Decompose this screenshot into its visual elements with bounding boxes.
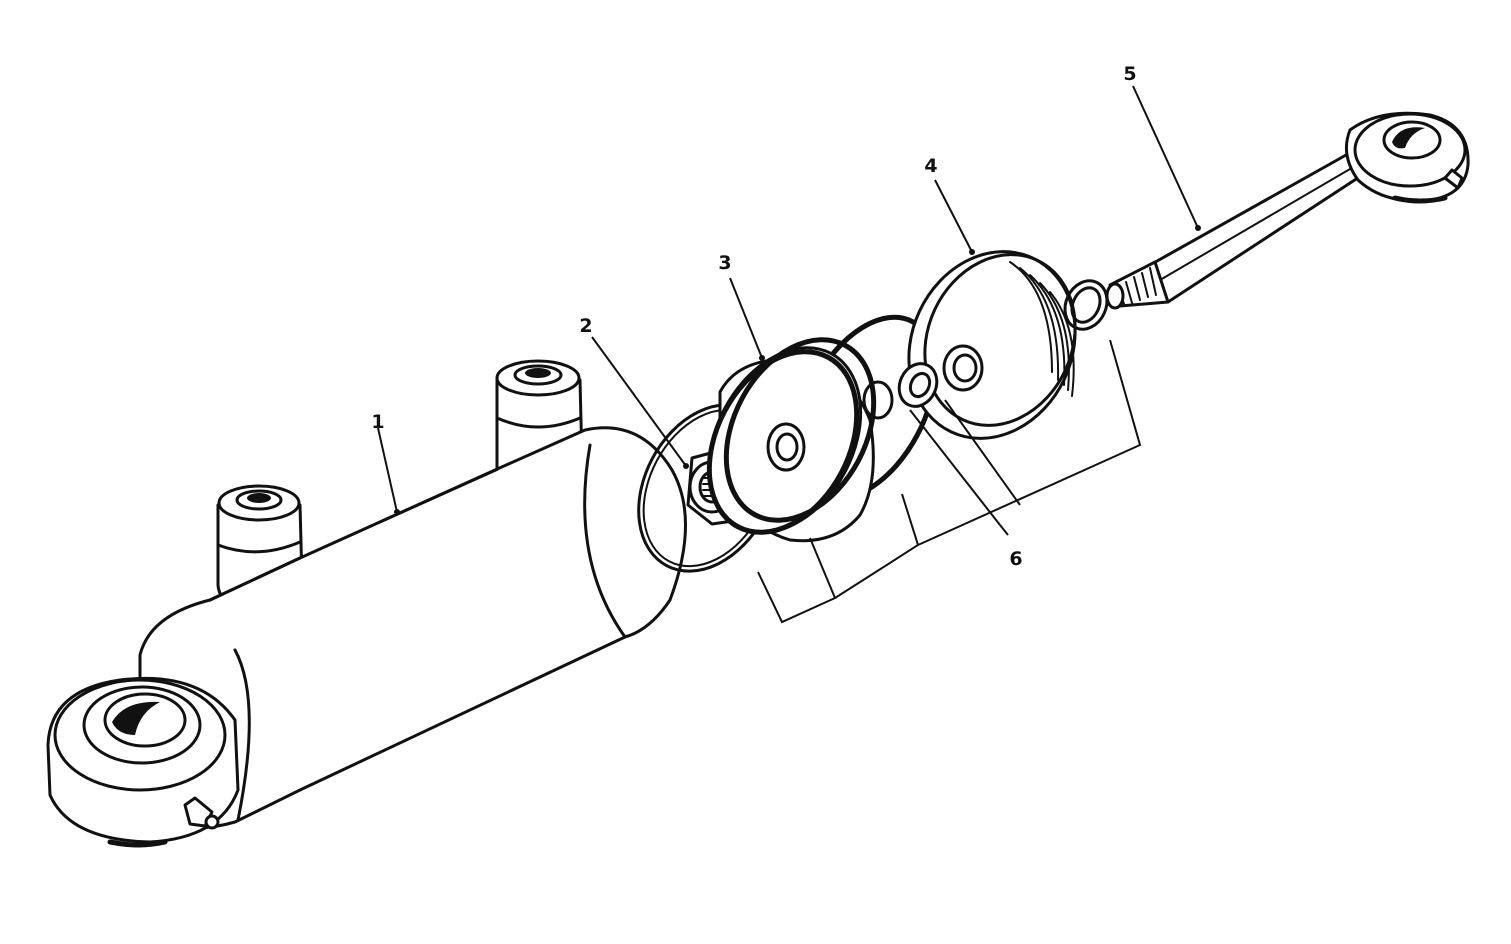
- callout-numbers: 1 2 3 4 5 6: [371, 63, 1136, 570]
- callout-5: 5: [1123, 63, 1136, 85]
- leader-line-3: [729, 277, 763, 359]
- gland-end-cap: [897, 179, 1077, 440]
- leader-line-1: [377, 427, 398, 513]
- leader-line-4: [934, 179, 973, 253]
- callout-3: 3: [718, 252, 731, 274]
- piston-rod: [1063, 85, 1470, 331]
- rod-end-eye: [1344, 111, 1470, 204]
- cylinder-barrel: [46, 359, 687, 848]
- leader-line-5: [1132, 85, 1199, 229]
- callout-6: 6: [1009, 548, 1022, 570]
- leader-line-2: [591, 336, 687, 467]
- callout-2: 2: [579, 315, 592, 337]
- rear-clevis-eye: [46, 676, 240, 848]
- seals-bracket-leaders: [757, 339, 1142, 624]
- piston: [706, 277, 938, 543]
- callout-1: 1: [371, 411, 384, 433]
- callout-4: 4: [924, 155, 937, 177]
